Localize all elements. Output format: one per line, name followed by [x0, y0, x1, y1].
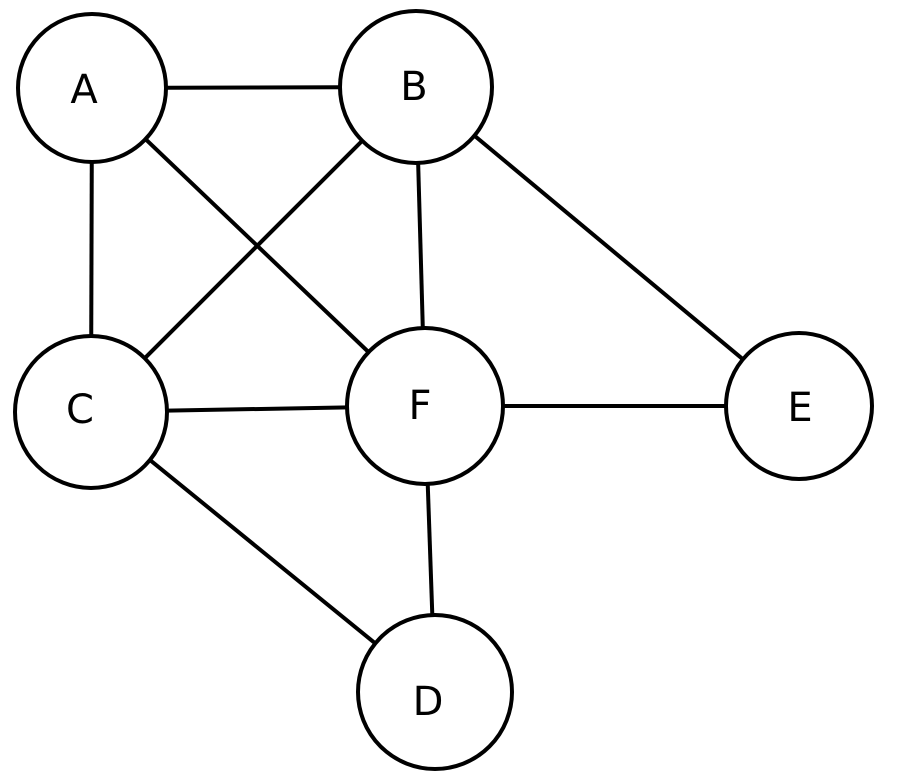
node-b-circle	[338, 9, 494, 165]
node-b: B	[338, 9, 494, 165]
node-b-label: B	[400, 64, 427, 110]
edge-b-e	[414, 85, 801, 408]
node-a-label: A	[70, 67, 98, 113]
node-c-label: C	[66, 387, 94, 433]
node-a: A	[16, 12, 168, 164]
node-f: F	[345, 326, 505, 486]
node-c-circle	[13, 334, 169, 490]
node-e-label: E	[787, 385, 812, 431]
node-e: E	[724, 331, 874, 481]
node-f-label: F	[408, 383, 431, 429]
node-d-label: D	[413, 679, 444, 725]
node-c: C	[13, 334, 169, 490]
node-a-circle	[16, 12, 168, 164]
nodes-layer: A B C F E D	[13, 9, 874, 771]
node-f-circle	[345, 326, 505, 486]
node-d-circle	[356, 613, 514, 771]
node-d: D	[356, 613, 514, 771]
node-e-circle	[724, 331, 874, 481]
